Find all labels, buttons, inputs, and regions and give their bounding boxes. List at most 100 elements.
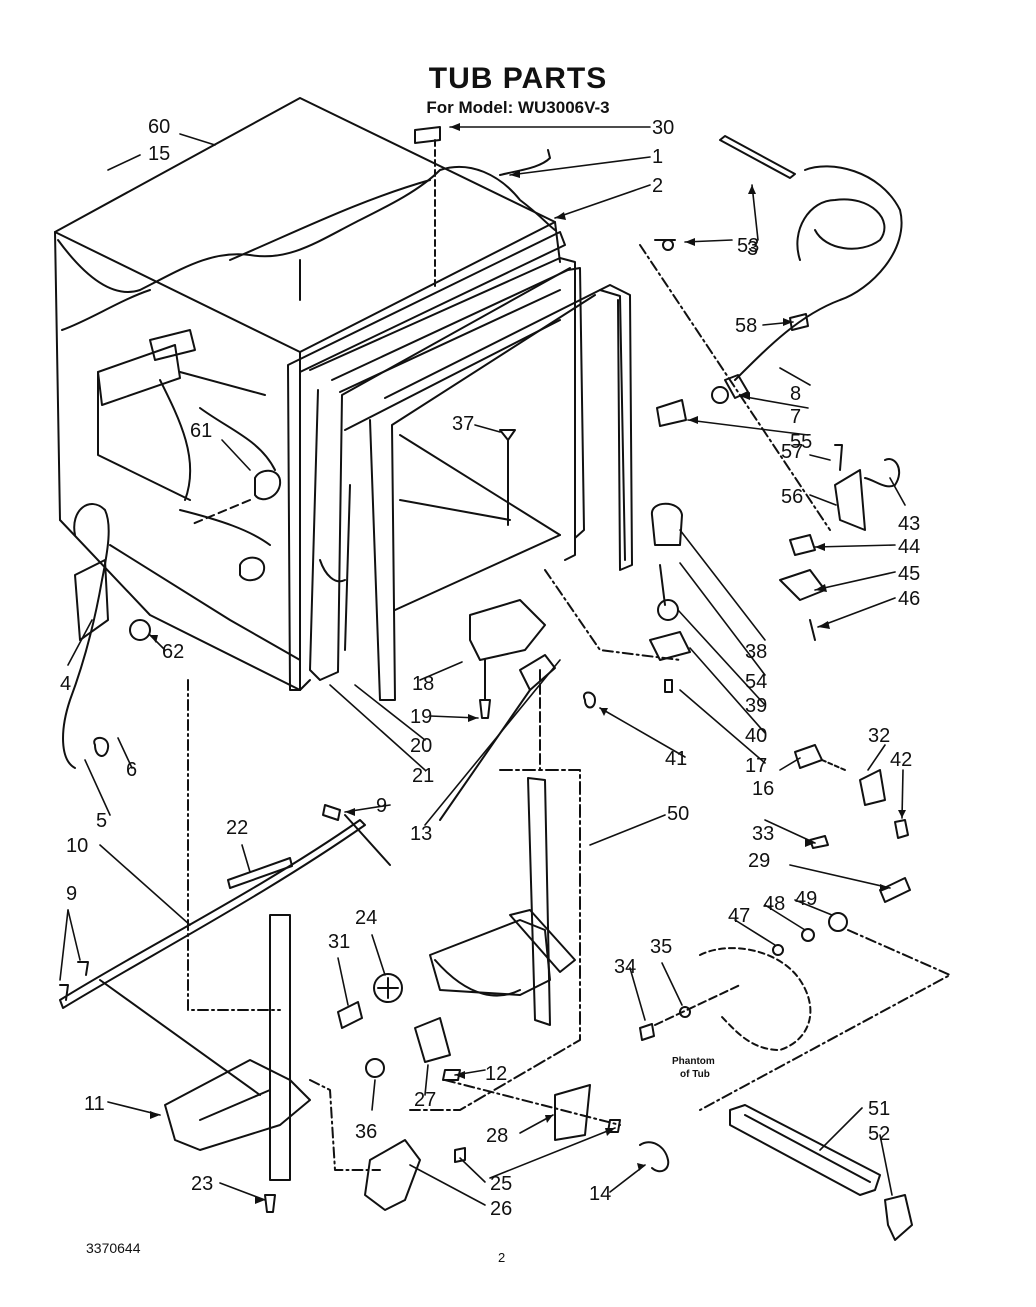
part-29 (227, 857, 293, 889)
part-30 (414, 126, 441, 144)
callout-50: 50 (667, 803, 689, 825)
part-51 (729, 1104, 881, 1196)
phantom-note-line2: of Tub (680, 1069, 710, 1080)
part-47 (772, 944, 784, 956)
callout-24: 24 (355, 907, 377, 929)
part-23 (264, 1194, 276, 1213)
part-52 (884, 1194, 913, 1241)
callout-36: 36 (355, 1121, 377, 1143)
upper-parts (189, 126, 903, 582)
callout-44: 44 (898, 536, 920, 558)
callout-30: 30 (652, 117, 674, 139)
document-code: 3370644 (86, 1240, 141, 1256)
callout-26: 26 (490, 1198, 512, 1220)
callout-20: 20 (410, 735, 432, 757)
callout-46: 46 (898, 588, 920, 610)
part-12 (442, 1069, 461, 1081)
part-50 (879, 877, 911, 903)
part-45 (779, 569, 826, 601)
part-38 (651, 502, 683, 546)
part-34 (639, 1023, 655, 1041)
bracket-assembly (337, 769, 670, 1211)
callout-53: 53 (737, 235, 759, 257)
page-title: TUB PARTS (428, 62, 608, 95)
callout-7: 7 (790, 406, 801, 428)
callout-52: 52 (868, 1123, 890, 1145)
part-46 (809, 619, 816, 641)
part-55 (656, 399, 687, 427)
part-4 (62, 503, 110, 769)
callout-62: 62 (162, 641, 184, 663)
callout-34: 34 (614, 956, 636, 978)
part-26 (364, 1139, 421, 1211)
callout-33: 33 (752, 823, 774, 845)
callout-32: 32 (868, 725, 890, 747)
phantom-note-line1: Phantom (672, 1056, 715, 1067)
part-24 (373, 973, 403, 1003)
callout-3: 3 (747, 238, 758, 260)
callout-54: 54 (745, 671, 767, 693)
callout-35: 35 (650, 936, 672, 958)
lower-right-parts (639, 744, 951, 1111)
part-35 (679, 1006, 691, 1018)
part-28 (554, 1084, 591, 1141)
callout-16: 16 (752, 778, 774, 800)
part-18 (469, 599, 546, 661)
part-6 (93, 736, 110, 757)
part-48 (801, 928, 815, 942)
part-11 (164, 1059, 311, 1151)
part-43 (864, 458, 901, 488)
callout-29: 29 (748, 850, 770, 872)
callout-1: 1 (652, 146, 663, 168)
callout-2: 2 (652, 175, 663, 197)
callout-37: 37 (452, 413, 474, 435)
callout-15: 15 (148, 143, 170, 165)
callout-12: 12 (485, 1063, 507, 1085)
part-13 (527, 777, 551, 1026)
callout-41: 41 (665, 748, 687, 770)
leader-lines (59, 126, 906, 1206)
callout-60: 60 (148, 116, 170, 138)
part-61 (254, 469, 282, 501)
part-39 (659, 564, 666, 606)
callout-18: 18 (412, 673, 434, 695)
right-side-parts (544, 244, 901, 693)
callout-9: 9 (376, 795, 387, 817)
part-31 (337, 1001, 363, 1029)
callout-61: 61 (190, 420, 212, 442)
callout-labels: 6015301235358875537615756434445463854394… (60, 116, 920, 1220)
callout-57: 57 (781, 441, 803, 463)
callout-28: 28 (486, 1125, 508, 1147)
callout-40: 40 (745, 725, 767, 747)
part-33 (809, 835, 829, 849)
callout-4: 4 (60, 673, 71, 695)
part-8-hose (734, 165, 903, 381)
part-37 (499, 429, 516, 441)
callout-17: 17 (745, 755, 767, 777)
part-25 (454, 1147, 466, 1163)
callout-51: 51 (868, 1098, 890, 1120)
callout-10: 10 (66, 835, 88, 857)
part-9-upper (322, 804, 341, 821)
callout-5: 5 (96, 810, 107, 832)
callout-13: 13 (410, 823, 432, 845)
part-32 (859, 769, 886, 806)
callout-22: 22 (226, 817, 248, 839)
part-7 (711, 386, 729, 404)
model-subtitle: For Model: WU3006V-3 (426, 98, 610, 117)
part-17 (664, 679, 673, 693)
part-14 (639, 1141, 670, 1173)
callout-45: 45 (898, 563, 920, 585)
tub-front-frame (287, 231, 633, 701)
part-22 (519, 654, 556, 691)
callout-21: 21 (412, 765, 434, 787)
callout-8: 8 (790, 383, 801, 405)
part-19 (479, 699, 491, 719)
part-57 (834, 444, 843, 471)
callout-11: 11 (84, 1093, 105, 1115)
callout-6: 6 (126, 759, 137, 781)
part-42 (894, 819, 909, 839)
part-44 (789, 534, 816, 556)
part-41 (583, 691, 596, 709)
